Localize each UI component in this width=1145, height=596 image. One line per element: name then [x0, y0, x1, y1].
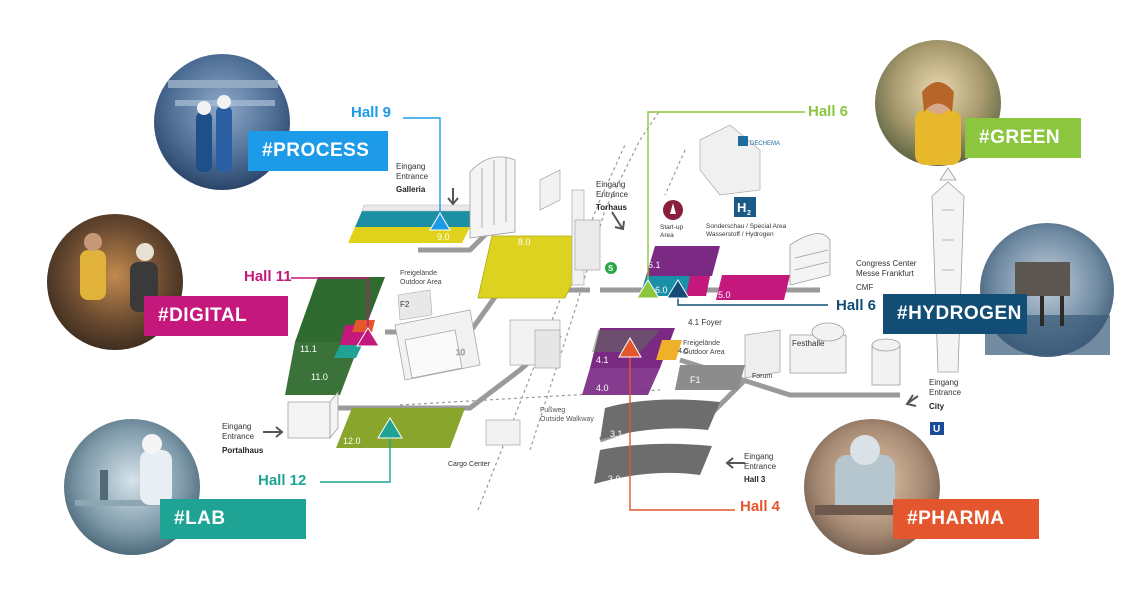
hall-9-label: 9.0 — [437, 232, 450, 242]
svg-text:Entrance: Entrance — [596, 190, 629, 199]
svg-text:Freigelände: Freigelände — [683, 340, 720, 347]
svg-text:Eingang: Eingang — [222, 422, 251, 431]
festhalle-building — [789, 322, 901, 386]
photo-hydrogen — [980, 223, 1114, 357]
svg-text:Outside Walkway: Outside Walkway — [540, 416, 594, 423]
hall-8: 8.0 — [477, 235, 596, 299]
tag-green[interactable]: #GREEN — [965, 118, 1081, 158]
marker-hall-4 — [618, 337, 642, 358]
hall-6-1-label: 6.1 — [648, 260, 661, 270]
svg-text:Portalhaus: Portalhaus — [222, 446, 264, 455]
hall-4: 4.1 4.0 4.C — [582, 328, 689, 395]
hall-label-pharma: Hall 4 — [740, 498, 781, 515]
marker-hall-6-hydrogen — [666, 279, 690, 299]
hall-4c-label: 4.C — [678, 348, 689, 355]
tag-process[interactable]: #PROCESS — [248, 131, 388, 171]
svg-text:DECHEMA: DECHEMA — [750, 141, 780, 147]
svg-text:Eingang: Eingang — [596, 180, 625, 189]
svg-text:Torhaus: Torhaus — [596, 203, 628, 212]
svg-text:Galleria: Galleria — [396, 185, 426, 194]
hall-label-green: Hall 6 — [808, 103, 849, 120]
ubahn-icon: U — [930, 422, 944, 435]
hall-10-building: 10 — [394, 309, 481, 381]
hall-f1-label: F1 — [690, 375, 701, 385]
hall-8-label: 8.0 — [518, 237, 531, 247]
svg-text:U: U — [933, 424, 940, 435]
marker-hall-12 — [377, 417, 403, 439]
sbahn-icon: S — [605, 262, 617, 274]
misc-buildings-west — [485, 169, 601, 446]
hall-10-label: 10 — [456, 348, 465, 357]
portalhaus-building — [287, 390, 339, 440]
svg-text:Wasserstoff / Hydrogen: Wasserstoff / Hydrogen — [706, 231, 774, 238]
svg-text:Hall 3: Hall 3 — [744, 475, 766, 484]
congress-building — [789, 233, 831, 286]
marker-hall-9 — [429, 212, 451, 231]
map-labels: Eingang Entrance Galleria Eingang Entran… — [222, 141, 962, 484]
hall-3-1-label: 3.1 — [610, 429, 623, 439]
hall-connectors — [291, 111, 828, 511]
svg-text:Festhalle: Festhalle — [792, 339, 825, 348]
tag-pharma[interactable]: #PHARMA — [893, 499, 1039, 539]
svg-text:Forum: Forum — [752, 373, 772, 380]
svg-text:Cargo Center: Cargo Center — [448, 461, 491, 468]
svg-text:S: S — [608, 264, 614, 273]
svg-text:Messe Frankfurt: Messe Frankfurt — [856, 269, 915, 278]
entrance-arrows — [263, 188, 919, 469]
hall-11: 11.1 11.0 — [285, 277, 385, 395]
hall-12-label: 12.0 — [343, 436, 361, 446]
hall-3-0-label: 3.0 — [608, 474, 621, 484]
hall-label-hydrogen: Hall 6 — [836, 297, 877, 314]
svg-text:Outdoor Area: Outdoor Area — [683, 349, 725, 356]
svg-text:Entrance: Entrance — [929, 388, 962, 397]
marker-hall-6-green — [636, 279, 660, 299]
hall-label-process: Hall 9 — [351, 104, 392, 121]
forum-building — [744, 329, 781, 379]
hall-11-1-label: 11.1 — [300, 344, 317, 354]
svg-text:City: City — [929, 402, 945, 411]
svg-text:H: H — [737, 200, 746, 215]
tag-lab[interactable]: #LAB — [160, 499, 306, 539]
h2-icon: H 2 — [734, 197, 756, 217]
startup-icon — [663, 200, 683, 220]
svg-text:Congress Center: Congress Center — [856, 259, 917, 268]
hall-f1: F1 — [675, 365, 745, 390]
hall-4-1-label: 4.1 — [596, 355, 609, 365]
svg-text:Entrance: Entrance — [744, 462, 777, 471]
svg-text:Freigelände: Freigelände — [400, 270, 437, 277]
hall-3: 3.1 3.0 — [594, 399, 720, 484]
galleria-building — [469, 156, 516, 239]
hall-6-0-label: 6.0 — [655, 285, 668, 295]
hall-f2-label: F2 — [400, 300, 410, 309]
hall-12: 12.0 — [336, 408, 465, 448]
hall-f2: F2 — [397, 289, 433, 321]
hall-label-digital: Hall 11 — [244, 268, 292, 285]
hall-label-lab: Hall 12 — [258, 472, 307, 489]
svg-text:Sonderschau / Special Area: Sonderschau / Special Area — [706, 223, 787, 230]
hall-5: 5.0 — [716, 275, 790, 300]
svg-text:Eingang: Eingang — [929, 378, 958, 387]
messeturm — [931, 167, 965, 373]
hall-9: 9.0 — [348, 204, 481, 243]
svg-text:Eingang: Eingang — [744, 452, 773, 461]
svg-text:Eingang: Eingang — [396, 162, 425, 171]
hall-4-0-label: 4.0 — [596, 383, 609, 393]
svg-text:CMF: CMF — [856, 283, 873, 292]
svg-text:Entrance: Entrance — [222, 432, 255, 441]
svg-text:Outdoor Area: Outdoor Area — [400, 279, 442, 286]
svg-text:Area: Area — [660, 232, 674, 239]
dechema-building — [699, 124, 761, 196]
tag-hydrogen[interactable]: #HYDROGEN — [883, 294, 1027, 334]
svg-text:Entrance: Entrance — [396, 172, 429, 181]
tag-digital[interactable]: #DIGITAL — [144, 296, 288, 336]
svg-text:Fußweg: Fußweg — [540, 407, 565, 414]
marker-hall-11 — [356, 327, 380, 347]
hall-11-0-label: 11.0 — [311, 372, 328, 382]
hall-5-label: 5.0 — [718, 290, 731, 300]
svg-text:2: 2 — [747, 210, 751, 217]
svg-text:4.1 Foyer: 4.1 Foyer — [688, 318, 722, 327]
svg-text:Start-up: Start-up — [660, 224, 684, 231]
